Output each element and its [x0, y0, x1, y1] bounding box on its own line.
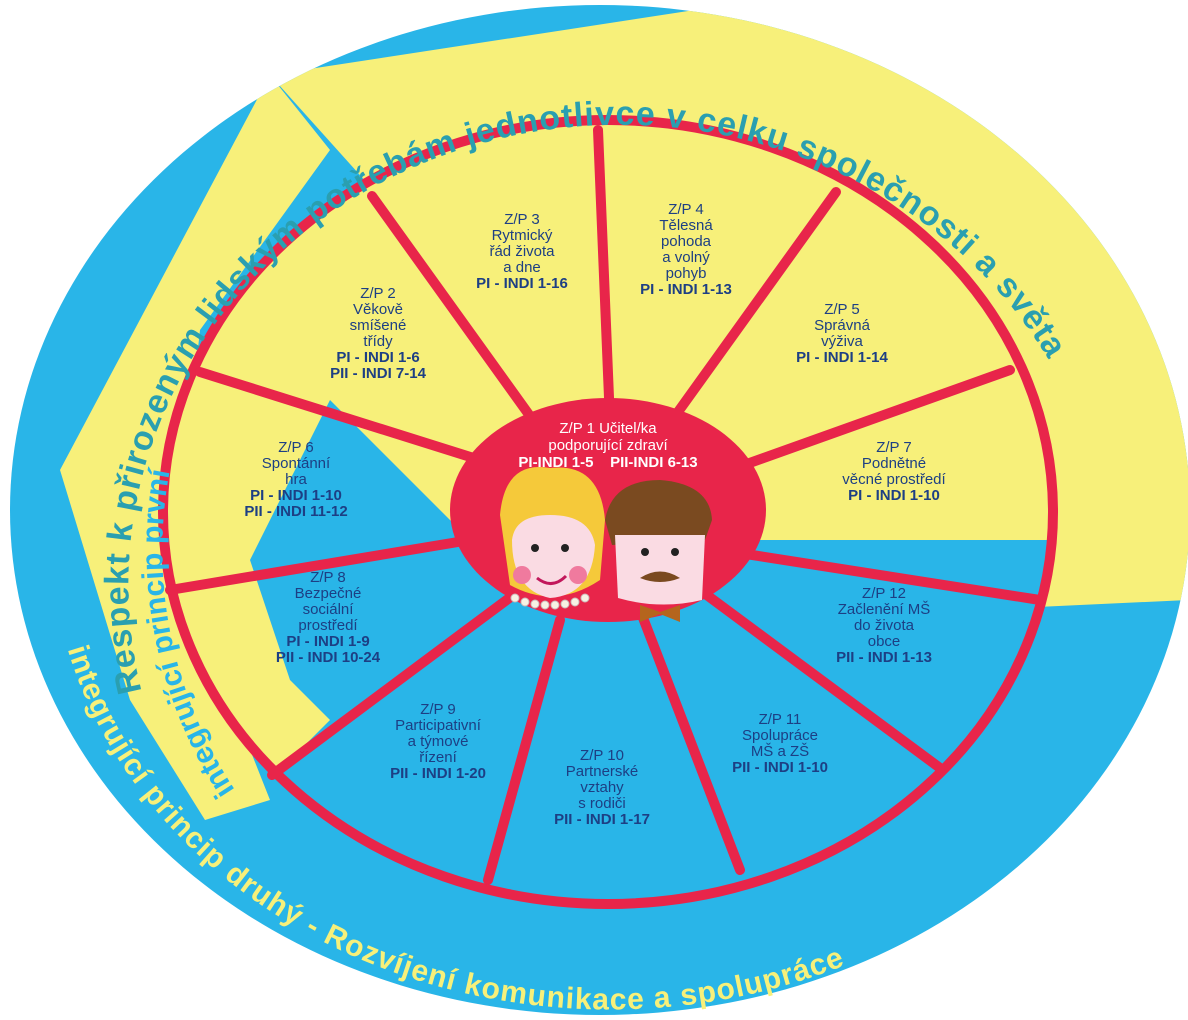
center-indi-2: PII-INDI 6-13 — [610, 454, 698, 471]
segment-zp6-line: Spontánní — [261, 455, 331, 472]
segment-zp2-line: smíšené — [349, 317, 407, 334]
segment-zp6-line: Z/P 6 — [278, 439, 314, 456]
segment-zp6-indicator: PII - INDI 11-12 — [244, 503, 348, 520]
segment-zp8-line: Bezpečné — [294, 585, 362, 602]
man-face-illustration — [605, 480, 712, 622]
center-title-line1: Z/P 1 Učitel/ka — [559, 420, 657, 437]
segment-zp10-line: s rodiči — [578, 795, 626, 812]
segment-zp2-line: Z/P 2 — [360, 285, 396, 302]
segment-zp8-line: prostředí — [298, 617, 358, 634]
segment-zp8-indicator: PI - INDI 1-9 — [286, 633, 370, 650]
segment-zp8-indicator: PII - INDI 10-24 — [275, 649, 381, 666]
segment-zp4-line: pohoda — [660, 233, 712, 250]
segment-zp3-line: řád života — [489, 243, 555, 260]
segment-zp11-line: Spolupráce — [742, 727, 818, 744]
segment-zp4-line: Z/P 4 — [668, 201, 704, 218]
segment-zp5-line: Z/P 5 — [824, 301, 860, 318]
segment-zp9-line: Participativní — [395, 717, 481, 734]
segment-zp8-line: Z/P 8 — [310, 569, 346, 586]
segment-zp2-indicator: PII - INDI 7-14 — [330, 365, 426, 382]
segment-zp12-line: obce — [867, 633, 901, 650]
segment-zp11-indicator: PII - INDI 1-10 — [732, 759, 828, 776]
segment-zp9-line: a týmové — [407, 733, 469, 750]
segment-zp3-line: a dne — [503, 259, 541, 276]
segment-zp9-indicator: PII - INDI 1-20 — [390, 765, 486, 782]
segment-zp8-line: sociální — [302, 601, 354, 618]
center-hub-text: Z/P 1 Učitel/ka podporující zdraví PI-IN… — [468, 420, 748, 471]
segment-zp5-line: Správná — [814, 317, 870, 334]
segment-zp9-line: Z/P 9 — [420, 701, 456, 718]
segment-zp10-line: vztahy — [580, 779, 624, 796]
segment-zp12-indicator: PII - INDI 1-13 — [836, 649, 932, 666]
wheel-spokes — [165, 125, 1045, 885]
center-indi-1: PI-INDI 1-5 — [518, 454, 594, 471]
segment-zp12-line: do života — [853, 617, 915, 634]
segment-zp2-line: Věkově — [352, 301, 404, 318]
segment-zp7-indicator: PI - INDI 1-10 — [848, 487, 940, 504]
segment-zp10-indicator: PII - INDI 1-17 — [554, 811, 650, 828]
segment-zp2-indicator: PI - INDI 1-6 — [336, 349, 420, 366]
segment-zp11-line: MŠ a ZŠ — [750, 743, 810, 760]
segment-zp10-line: Partnerské — [565, 763, 639, 780]
segment-zp2-line: třídy — [363, 333, 393, 350]
segment-zp7-line: Z/P 7 — [876, 439, 912, 456]
center-title-line2: podporující zdraví — [548, 437, 668, 454]
segment-zp6-line: hra — [285, 471, 307, 488]
segment-zp4-line: pohyb — [665, 265, 707, 282]
segment-zp4-indicator: PI - INDI 1-13 — [640, 281, 732, 298]
woman-face-illustration — [500, 466, 605, 610]
segment-zp7-line: Podnětné — [861, 455, 927, 472]
segment-zp5-indicator: PI - INDI 1-14 — [796, 349, 888, 366]
segment-zp12-line: Z/P 12 — [862, 585, 906, 602]
segment-zp3-indicator: PI - INDI 1-16 — [476, 275, 568, 292]
segment-zp12-line: Začlenění MŠ — [837, 601, 931, 618]
segment-zp9-line: řízení — [419, 749, 457, 766]
inner-wheel-rim — [158, 115, 1058, 909]
segment-zp3-line: Rytmický — [491, 227, 553, 244]
segment-zp3-line: Z/P 3 — [504, 211, 540, 228]
segment-zp5-line: výživa — [821, 333, 863, 350]
segment-zp6-indicator: PI - INDI 1-10 — [250, 487, 342, 504]
segment-zp11-line: Z/P 11 — [758, 711, 802, 728]
segment-zp10-line: Z/P 10 — [580, 747, 624, 764]
segment-zp4-line: Tělesná — [659, 217, 713, 234]
segment-zp7-line: věcné prostředí — [842, 471, 946, 488]
segment-zp4-line: a volný — [662, 249, 710, 266]
